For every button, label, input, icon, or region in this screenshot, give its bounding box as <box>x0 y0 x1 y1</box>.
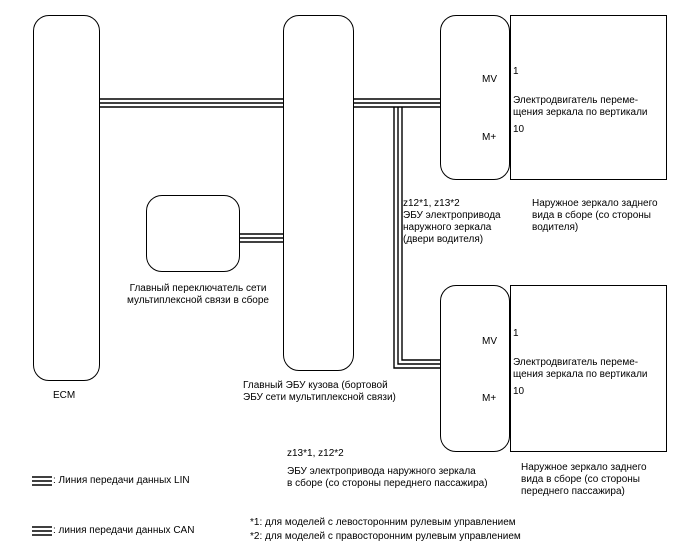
driver-mirror-label: Наружное зеркало заднего вида в сборе (с… <box>532 198 658 233</box>
driver-mirror-ecu-box <box>440 15 510 180</box>
passenger-motor-label: Электродвигатель переме- щения зеркала п… <box>513 357 648 380</box>
footnote-1: *1: для моделей с левосторонним рулевым … <box>250 517 516 528</box>
legend-lin-label: : Линия передачи данных LIN <box>53 475 190 486</box>
legend-can-label: : линия передачи данных CAN <box>53 525 195 536</box>
passenger-mirror-pin-1: 1 <box>513 328 519 339</box>
driver-ecu-pin-mplus: M+ <box>482 132 497 143</box>
ecm-label: ECM <box>53 390 76 401</box>
driver-ecu-pin-mv: MV <box>482 74 497 85</box>
passenger-mirror-label: Наружное зеркало заднего вида в сборе (с… <box>521 462 647 497</box>
passenger-mirror-pin-10: 10 <box>513 386 525 397</box>
switch-to-body-ecu-line <box>240 233 283 243</box>
passenger-mirror-ecu-box <box>440 285 510 452</box>
ecm-to-body-ecu-line <box>100 98 283 108</box>
legend-can-symbol <box>32 526 52 536</box>
driver-mirror-pin-1: 1 <box>513 66 519 77</box>
driver-mirror-box <box>510 15 667 180</box>
body-ecu-to-driver-ecu-line <box>354 98 440 108</box>
ecm-box <box>33 15 100 381</box>
body-ecu-box <box>283 15 354 371</box>
passenger-mirror-box <box>510 285 667 452</box>
main-switch-label: Главный переключатель сети мультиплексно… <box>126 283 269 306</box>
driver-mirror-pin-10: 10 <box>513 124 525 135</box>
legend-lin-symbol <box>32 476 52 486</box>
driver-ecu-to-passenger-ecu-line <box>393 107 440 369</box>
driver-ecu-label: z12*1, z13*2 ЭБУ электропривода наружног… <box>403 198 501 245</box>
passenger-ecu-label: z13*1, z12*2 ЭБУ электропривода наружног… <box>287 448 488 489</box>
body-ecu-label: Главный ЭБУ кузова (бортовой ЭБУ сети му… <box>243 380 396 403</box>
passenger-ecu-pin-mv: MV <box>482 336 497 347</box>
main-switch-box <box>146 195 240 272</box>
footnote-2: *2: для моделей с правосторонним рулевым… <box>250 531 521 542</box>
driver-motor-label: Электродвигатель переме- щения зеркала п… <box>513 95 648 118</box>
passenger-ecu-pin-mplus: M+ <box>482 393 497 404</box>
